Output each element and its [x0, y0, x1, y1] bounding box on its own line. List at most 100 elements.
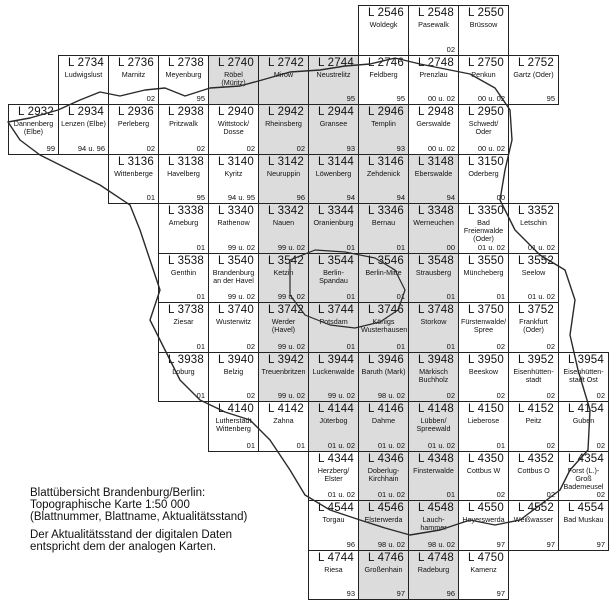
sheet-name: Fürstenwalde/ Spree [461, 318, 506, 334]
sheet-number: L 3948 [418, 354, 454, 366]
sheet-status: 01 u. 02 [428, 441, 455, 450]
sheet-name: Meyenburg [161, 71, 206, 79]
sheet-number: L 4550 [468, 502, 504, 514]
legend-title: Blattübersicht Brandenburg/Berlin: [30, 487, 294, 499]
sheet-number: L 4546 [368, 502, 404, 514]
sheet-name: Berlin- Spandau [311, 269, 356, 285]
sheet-name: Lübben/ Spreewald [411, 417, 456, 433]
sheet-status: 00 [447, 243, 455, 252]
sheet-status: 02 [447, 45, 455, 54]
sheet-number: L 4140 [218, 403, 254, 415]
